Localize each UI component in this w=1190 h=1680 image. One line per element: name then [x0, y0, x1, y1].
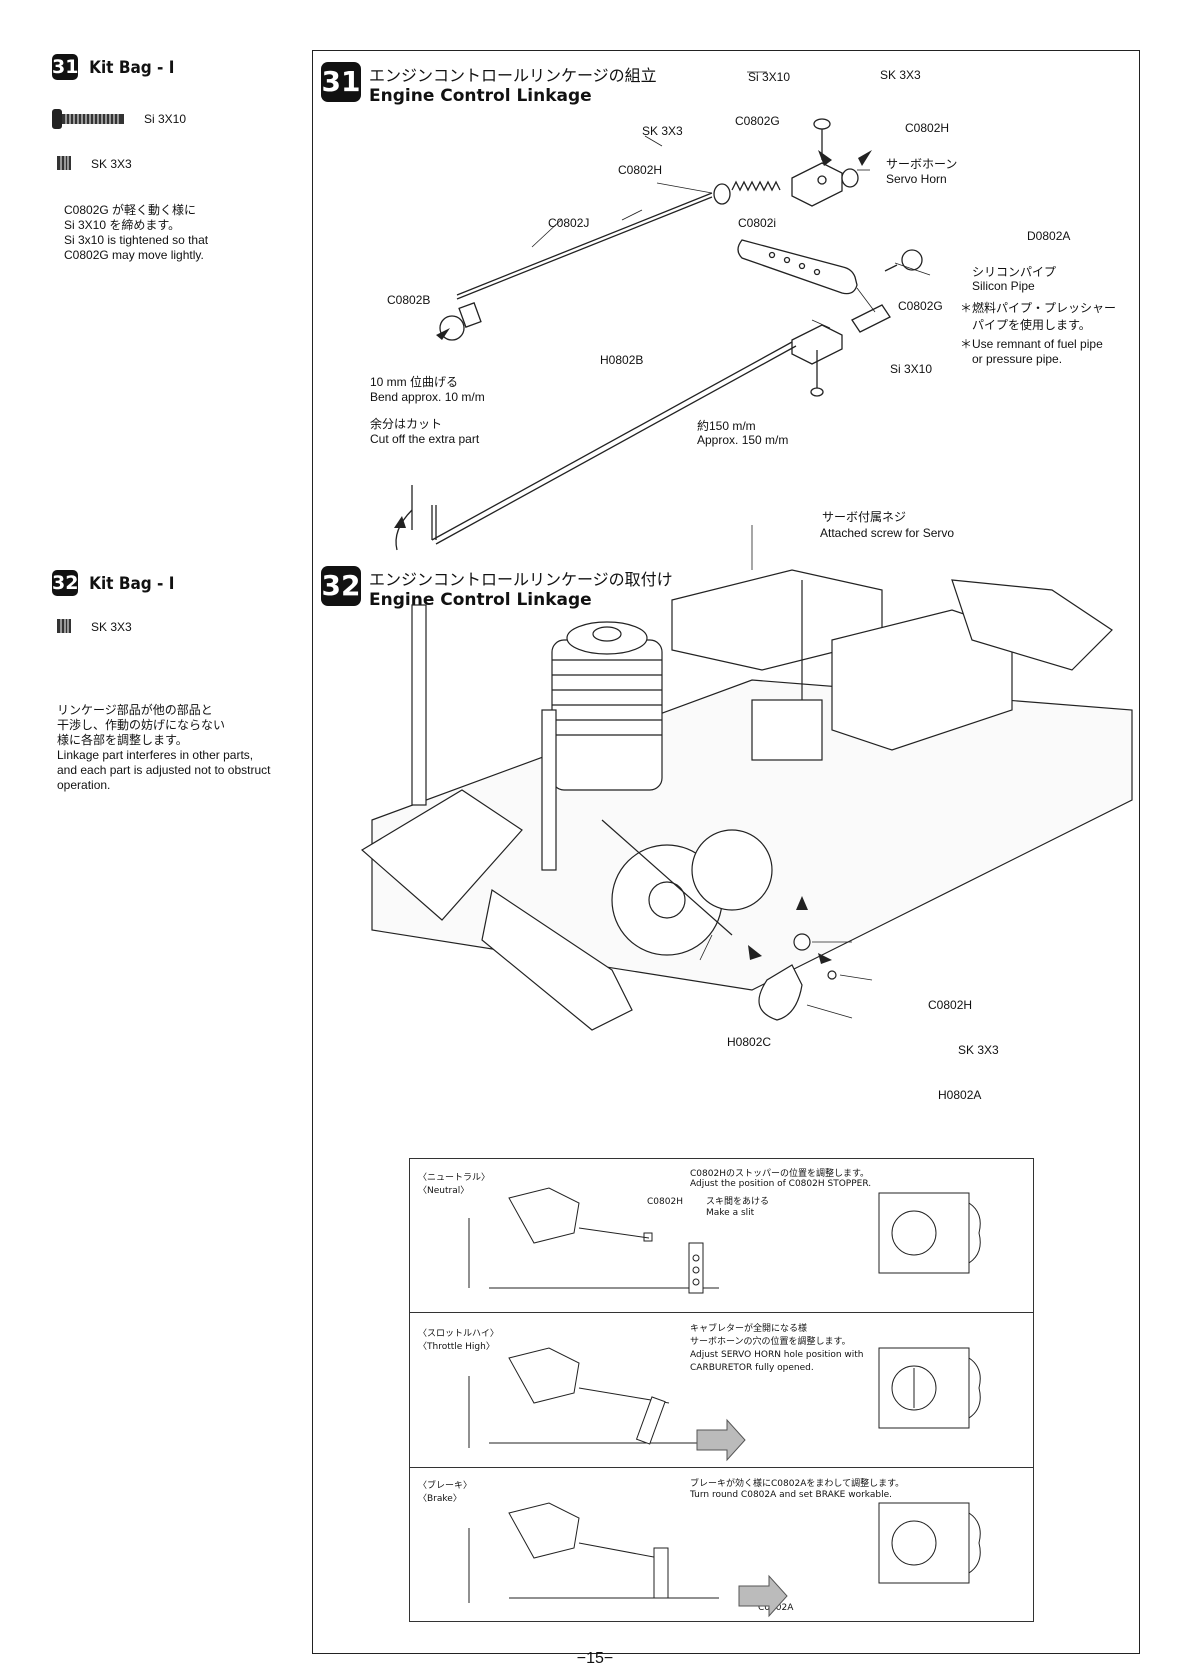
label-fuel-pipe-jp-2: パイプを使用します。 — [972, 318, 1091, 332]
label-h0802b: H0802B — [600, 353, 644, 367]
label-cut-jp: 余分はカット — [370, 417, 443, 431]
step-title-jp: エンジンコントロールリンケージの取付け — [369, 570, 673, 589]
kit-bag-label: Kit Bag - I — [89, 58, 175, 78]
label-c0802h: C0802H — [928, 998, 973, 1012]
label-sk3x3: SK 3X3 — [958, 1043, 999, 1057]
direction-arrow-icon — [738, 1574, 788, 1618]
note-line: 様に各部を調整します。 — [57, 733, 188, 747]
chassis-installation-drawing — [360, 525, 1133, 1031]
note-line: C0802G may move lightly. — [64, 248, 204, 262]
label-c0802h-right: C0802H — [905, 121, 950, 135]
part-sk3x3: SK 3X3 — [57, 619, 132, 639]
label-servo-screw-jp: サーボ付属ネジ — [822, 510, 907, 524]
label-silicon-pipe-jp: シリコンパイプ — [972, 265, 1057, 279]
part-name: SK 3X3 — [91, 620, 132, 634]
label-servo-screw-en: Attached screw for Servo — [820, 526, 955, 540]
panel-text: Adjust the position of C0802H STOPPER. — [690, 1179, 872, 1189]
label-approx-en: Approx. 150 m/m — [697, 433, 789, 447]
adjustment-panels — [409, 1158, 1034, 1622]
note-line: Linkage part interferes in other parts, — [57, 748, 254, 762]
panel-text: サーボホーンの穴の位置を調整します。 — [690, 1337, 851, 1347]
panel-text: CARBURETOR fully opened. — [690, 1363, 814, 1373]
mode-en: 〈Brake〉 — [418, 1494, 462, 1504]
label-h0802a: H0802A — [938, 1088, 982, 1102]
label-c0802i: C0802i — [738, 216, 777, 230]
label-c0802h-left: C0802H — [618, 163, 663, 177]
panel-divider — [409, 1312, 1034, 1313]
mode-jp: 〈ブレーキ〉 — [418, 1481, 473, 1491]
label-h0802c: H0802C — [727, 1035, 772, 1049]
panel-text: スキ間をあける — [706, 1197, 770, 1207]
label-approx-jp: 約150 m/m — [697, 419, 756, 433]
step-number-badge: 32 — [52, 570, 79, 596]
set-screw-icon — [57, 619, 71, 633]
step32-note: リンケージ部品が他の部品と 干渉し、作動の妨げにならない 様に各部を調整します。… — [57, 703, 270, 793]
panel-text: C0802Hのストッパーの位置を調整します。 — [690, 1169, 870, 1179]
label-fuel-pipe-jp-1: ＊燃料パイプ・プレッシャー — [960, 301, 1117, 315]
step-title-en: Engine Control Linkage — [369, 86, 592, 106]
panel-text: Adjust SERVO HORN hole position with — [690, 1350, 864, 1360]
label-c0802g-mid: C0802G — [898, 299, 943, 313]
note-line: 干渉し、作動の妨げにならない — [57, 718, 226, 732]
mode-en: 〈Neutral〉 — [418, 1186, 470, 1196]
label-si3x10-top: Si 3X10 — [748, 70, 791, 84]
step31-header: 31 エンジンコントロールリンケージの組立 Engine Control Lin… — [321, 62, 657, 106]
label-sk3x3-top: SK 3X3 — [880, 68, 921, 82]
panel-part-label: C0802H — [647, 1197, 683, 1207]
label-si3x10-mid: Si 3X10 — [890, 362, 933, 376]
step-number-badge: 32 — [321, 566, 361, 606]
note-line: リンケージ部品が他の部品と — [57, 703, 213, 717]
step32-header: 32 エンジンコントロールリンケージの取付け Engine Control Li… — [321, 566, 673, 610]
part-name: SK 3X3 — [91, 157, 132, 171]
note-line: Si 3X10 を締めます。 — [64, 218, 181, 232]
adjustment-drawings — [468, 1187, 981, 1618]
label-silicon-pipe-en: Silicon Pipe — [972, 279, 1035, 293]
note-line: C0802G が軽く動く様に — [64, 203, 197, 217]
linkage-assembly-drawing — [394, 71, 931, 551]
label-c0802g-top: C0802G — [735, 114, 780, 128]
page-number: −15− — [576, 1650, 614, 1667]
label-servo-horn-jp: サーボホーン — [886, 157, 958, 171]
part-sk3x3: SK 3X3 — [57, 156, 132, 176]
part-name: Si 3X10 — [144, 112, 187, 126]
step-title-jp: エンジンコントロールリンケージの組立 — [369, 66, 657, 85]
sidebar-step-32: 32 Kit Bag - I — [52, 570, 174, 596]
step31-note: C0802G が軽く動く様に Si 3X10 を締めます。 Si 3x10 is… — [64, 203, 208, 263]
set-screw-icon — [57, 156, 71, 170]
note-line: Si 3x10 is tightened so that — [64, 233, 209, 247]
label-bend-jp: 10 mm 位曲げる — [370, 375, 459, 389]
step-number-badge: 31 — [321, 62, 361, 102]
label-c0802b: C0802B — [387, 293, 431, 307]
mode-jp: 〈ニュートラル〉 — [418, 1173, 491, 1183]
label-c0802j: C0802J — [548, 216, 590, 230]
label-fuel-pipe-en-1: ＊Use remnant of fuel pipe — [960, 337, 1103, 351]
mode-en: 〈Throttle High〉 — [418, 1342, 495, 1352]
panel-text: Make a slit — [706, 1208, 755, 1218]
sidebar-step-31: 31 Kit Bag - I — [52, 54, 174, 80]
direction-arrow-icon — [696, 1418, 746, 1462]
label-sk3x3-left: SK 3X3 — [642, 124, 683, 138]
panel-divider — [409, 1467, 1034, 1468]
label-cut-en: Cut off the extra part — [370, 432, 480, 446]
label-servo-horn-en: Servo Horn — [886, 172, 947, 186]
instruction-frame — [312, 50, 1140, 1654]
panel-text: Turn round C0802A and set BRAKE workable… — [690, 1490, 892, 1500]
label-fuel-pipe-en-2: or pressure pipe. — [972, 352, 1063, 366]
panel-text: キャブレターが全開になる様 — [690, 1324, 808, 1334]
mode-jp: 〈スロットルハイ〉 — [418, 1329, 499, 1339]
kit-bag-label: Kit Bag - I — [89, 574, 175, 594]
note-line: and each part is adjusted not to obstruc… — [57, 763, 271, 777]
panel-text: ブレーキが効く様にC0802Aをまわして調整します。 — [690, 1479, 905, 1489]
screw-icon — [52, 109, 124, 129]
step-number-badge: 31 — [52, 54, 79, 80]
part-si3x10: Si 3X10 — [52, 106, 186, 136]
label-d0802a: D0802A — [1027, 229, 1071, 243]
note-line: operation. — [57, 778, 111, 792]
label-bend-en: Bend approx. 10 m/m — [370, 390, 485, 404]
